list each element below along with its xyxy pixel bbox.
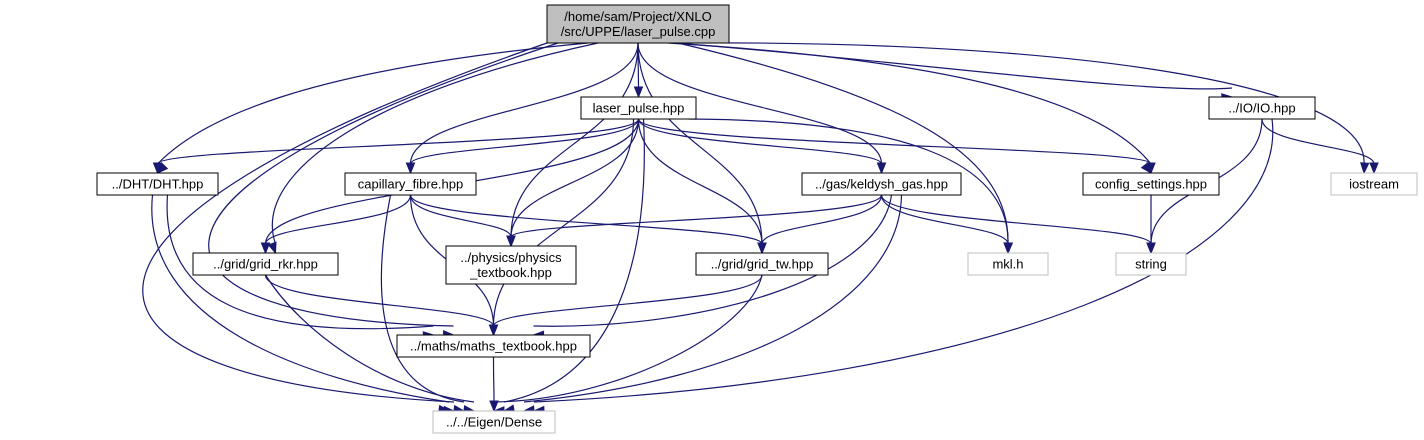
node-label: iostream bbox=[1349, 177, 1399, 192]
node-config-settings-hpp[interactable]: config_settings.hpp bbox=[1082, 172, 1220, 196]
arrowhead-icon bbox=[1146, 242, 1156, 255]
edges-layer bbox=[142, 42, 1379, 416]
arrowhead-icon bbox=[1003, 242, 1013, 255]
node-label: ../../Eigen/Dense bbox=[446, 415, 542, 430]
node-label: laser_pulse.hpp bbox=[593, 101, 685, 116]
edge-keldysh_gas_hpp-to-eigen_dense bbox=[522, 194, 903, 415]
node-root[interactable]: /home/sam/Project/XNLO/src/UPPE/laser_pu… bbox=[546, 4, 730, 44]
node-label: ../DHT/DHT.hpp bbox=[112, 177, 204, 192]
node-box bbox=[344, 172, 477, 196]
arrowhead-icon bbox=[876, 162, 887, 175]
edge-keldysh_gas_hpp-to-physics_textbook_hpp bbox=[506, 194, 883, 248]
node-box bbox=[1208, 96, 1316, 120]
edge-capillary_fibre_hpp-to-eigen_dense bbox=[380, 194, 466, 415]
arrowhead-icon bbox=[1146, 162, 1156, 175]
node-label: ../grid/grid_tw.hpp bbox=[711, 257, 814, 272]
node-iostream[interactable]: iostream bbox=[1330, 172, 1418, 196]
node-keldysh-gas-hpp[interactable]: ../gas/keldysh_gas.hpp bbox=[801, 172, 962, 196]
edge-maths_textbook_hpp-to-eigen_dense bbox=[489, 356, 499, 413]
arrowhead-icon bbox=[260, 242, 271, 255]
nodes-layer: /home/sam/Project/XNLO/src/UPPE/laser_pu… bbox=[96, 4, 1418, 434]
edge-root-to-eigen_dense bbox=[142, 42, 548, 416]
arrowhead-icon bbox=[506, 235, 516, 248]
node-mkl-h[interactable]: mkl.h bbox=[967, 252, 1049, 276]
node-label: ../maths/maths_textbook.hpp bbox=[410, 339, 577, 354]
arrowhead-icon bbox=[633, 86, 644, 99]
edge-config_settings_hpp-to-string bbox=[1146, 195, 1156, 255]
node-dht-hpp[interactable]: ../DHT/DHT.hpp bbox=[96, 172, 219, 196]
arrowhead-icon bbox=[757, 242, 767, 255]
node-label: ../gas/keldysh_gas.hpp bbox=[815, 177, 948, 192]
node-box bbox=[1082, 172, 1220, 196]
arrowhead-icon bbox=[1369, 162, 1379, 175]
node-box bbox=[1115, 252, 1187, 276]
edge-keldysh_gas_hpp-to-mkl_h bbox=[880, 194, 1013, 255]
edge-capillary_fibre_hpp-to-grid_tw_hpp bbox=[409, 194, 767, 255]
arrowhead-icon bbox=[489, 400, 499, 413]
arrowhead-icon bbox=[488, 324, 499, 337]
edge-laser_pulse_hpp-to-dht_hpp bbox=[152, 118, 640, 175]
node-box bbox=[546, 4, 730, 44]
node-label: string bbox=[1135, 257, 1167, 272]
node-grid-rkr-hpp[interactable]: ../grid/grid_rkr.hpp bbox=[192, 252, 339, 276]
node-grid-tw-hpp[interactable]: ../grid/grid_tw.hpp bbox=[695, 252, 829, 276]
arrowhead-icon bbox=[152, 162, 163, 175]
node-label: capillary_fibre.hpp bbox=[358, 177, 464, 192]
arrowhead-icon bbox=[267, 241, 277, 255]
edge-root-to-io_hpp bbox=[672, 42, 1234, 103]
node-laser-pulse-hpp[interactable]: laser_pulse.hpp bbox=[580, 96, 697, 120]
edge-dht_hpp-to-eigen_dense bbox=[151, 194, 451, 415]
edge-keldysh_gas_hpp-to-string bbox=[880, 194, 1156, 255]
node-box bbox=[432, 410, 556, 434]
node-label: _textbook.hpp bbox=[469, 265, 552, 280]
node-box bbox=[1330, 172, 1418, 196]
arrowhead-icon bbox=[405, 162, 416, 175]
node-label: ../IO/IO.hpp bbox=[1228, 101, 1295, 116]
edge-laser_pulse_hpp-to-config_settings_hpp bbox=[637, 118, 1156, 175]
node-box bbox=[396, 334, 591, 358]
edge-laser_pulse_hpp-to-keldysh_gas_hpp bbox=[637, 118, 887, 175]
node-box bbox=[96, 172, 219, 196]
node-box bbox=[695, 252, 829, 276]
node-string[interactable]: string bbox=[1115, 252, 1187, 276]
arrowhead-icon bbox=[1360, 162, 1370, 175]
edge-keldysh_gas_hpp-to-grid_tw_hpp bbox=[757, 194, 883, 255]
node-maths-textbook-hpp[interactable]: ../maths/maths_textbook.hpp bbox=[396, 334, 591, 358]
node-eigen-dense[interactable]: ../../Eigen/Dense bbox=[432, 410, 556, 434]
edge-root-to-grid_rkr_hpp bbox=[267, 42, 599, 255]
node-label: /home/sam/Project/XNLO bbox=[564, 9, 711, 24]
edge-capillary_fibre_hpp-to-grid_rkr_hpp bbox=[260, 194, 412, 255]
edge-root-to-iostream bbox=[677, 42, 1370, 175]
node-box bbox=[967, 252, 1049, 276]
edge-grid_tw_hpp-to-maths_textbook_hpp bbox=[488, 274, 763, 337]
node-io-hpp[interactable]: ../IO/IO.hpp bbox=[1208, 96, 1316, 120]
node-box bbox=[580, 96, 697, 120]
node-label: config_settings.hpp bbox=[1095, 177, 1207, 192]
node-physics-textbook-hpp[interactable]: ../physics/physics_textbook.hpp bbox=[445, 245, 577, 285]
node-label: mkl.h bbox=[992, 257, 1023, 272]
node-capillary-fibre-hpp[interactable]: capillary_fibre.hpp bbox=[344, 172, 477, 196]
node-label: ../grid/grid_rkr.hpp bbox=[213, 257, 318, 272]
edge-capillary_fibre_hpp-to-physics_textbook_hpp bbox=[409, 194, 516, 248]
node-box bbox=[445, 245, 577, 285]
node-label: /src/UPPE/laser_pulse.cpp bbox=[561, 24, 716, 39]
edge-laser_pulse_hpp-to-capillary_fibre_hpp bbox=[405, 118, 640, 175]
node-box bbox=[801, 172, 962, 196]
node-label: ../physics/physics bbox=[460, 250, 562, 265]
edge-io_hpp-to-iostream bbox=[1261, 118, 1379, 175]
node-box bbox=[192, 252, 339, 276]
